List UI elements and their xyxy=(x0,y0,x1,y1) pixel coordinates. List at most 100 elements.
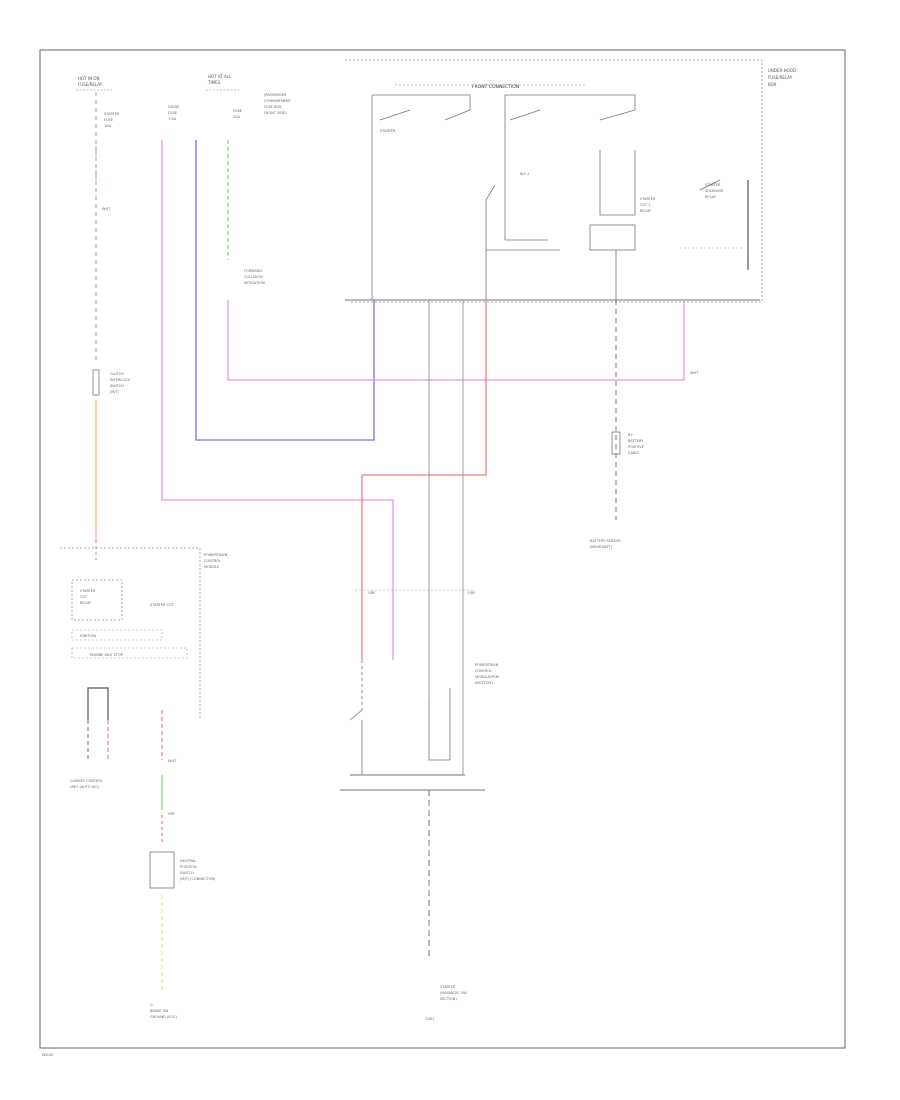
center-connector-label: POWERTRAIN CONTROL MODULE/PCM (BOTTOM) xyxy=(475,663,499,685)
relay-a-label: RLY 2 xyxy=(520,172,529,176)
svg-text:10A: 10A xyxy=(104,124,111,128)
svg-text:CLUTCH: CLUTCH xyxy=(110,372,124,376)
underhood-box-outline xyxy=(345,59,763,303)
svg-text:MODULE/PCM: MODULE/PCM xyxy=(475,675,499,679)
bottom-ground-label: STARTER (MAGNETIC SW SECTION) xyxy=(440,985,467,1001)
svg-text:RELAY: RELAY xyxy=(80,601,92,605)
relay-group xyxy=(371,94,749,300)
fuse-box-left-label: HOT IN ON FUSE/RELAY xyxy=(78,76,103,87)
svg-text:STARTER: STARTER xyxy=(80,589,96,593)
wire-center-a-label: GRY xyxy=(368,591,376,595)
module-output-wires xyxy=(87,687,109,760)
wire-red xyxy=(361,300,487,660)
svg-text:(MAGNETIC SW: (MAGNETIC SW xyxy=(440,991,467,995)
wire-center-b-label: GRY xyxy=(468,591,476,595)
svg-text:SWITCH: SWITCH xyxy=(110,384,124,388)
svg-text:(M/T) (CONNECTOR): (M/T) (CONNECTOR) xyxy=(180,877,216,881)
right-sensor-body xyxy=(611,431,621,455)
svg-text:20A: 20A xyxy=(233,115,240,119)
svg-text:FORWARD: FORWARD xyxy=(244,269,262,273)
svg-text:POWERTRAIN: POWERTRAIN xyxy=(204,553,228,557)
relay-b-label: STARTER xyxy=(380,129,396,133)
connector-left-label: FORWARD COLLISION MITIGATION xyxy=(244,269,265,285)
svg-text:CLIMATE CONTROL: CLIMATE CONTROL xyxy=(70,779,103,783)
module-bar xyxy=(71,629,163,641)
svg-text:STARTER: STARTER xyxy=(640,197,656,201)
svg-text:7.5A: 7.5A xyxy=(168,117,177,121)
lower-left-wire2-label: GRY xyxy=(168,812,176,816)
module-sub-label: STARTER CUT xyxy=(150,603,175,607)
svg-text:FUSE: FUSE xyxy=(104,118,113,122)
svg-text:HOT AT ALL: HOT AT ALL xyxy=(208,74,232,79)
neutral-sensor-box xyxy=(149,851,175,889)
diagram-frame xyxy=(39,49,846,1049)
svg-text:SECTION): SECTION) xyxy=(440,997,457,1001)
svg-text:STARTER: STARTER xyxy=(440,985,456,989)
svg-text:(NEAR BATT): (NEAR BATT) xyxy=(590,545,613,549)
right-terminal-label: WHT xyxy=(690,371,699,375)
fuse-box-mid-label: HOT AT ALL TIMES xyxy=(207,74,232,85)
svg-text:(PASSENGER: (PASSENGER xyxy=(264,93,287,97)
svg-text:G: G xyxy=(150,1003,153,1007)
lower-left-ground-label: G BRAKE SW GROUND (ECU) xyxy=(150,1003,177,1019)
svg-text:RELAY: RELAY xyxy=(640,209,652,213)
svg-text:MODULE: MODULE xyxy=(204,565,219,569)
svg-text:TIMES: TIMES xyxy=(207,80,221,85)
svg-text:CONTROL: CONTROL xyxy=(475,669,492,673)
module-inner-box xyxy=(71,579,123,621)
svg-text:DIODE: DIODE xyxy=(168,105,179,109)
module-title: POWERTRAIN CONTROL MODULE xyxy=(204,553,228,569)
svg-text:UNIT (AUTO A/C): UNIT (AUTO A/C) xyxy=(70,785,100,789)
svg-text:B+: B+ xyxy=(628,433,633,437)
module-bottom-label: CLIMATE CONTROL UNIT (AUTO A/C) xyxy=(70,779,103,789)
svg-text:SWITCH: SWITCH xyxy=(180,871,194,875)
svg-text:FUSE BOX,: FUSE BOX, xyxy=(264,105,283,109)
svg-text:MITIGATION: MITIGATION xyxy=(244,281,265,285)
svg-text:BATTERY SENSOR: BATTERY SENSOR xyxy=(590,539,621,543)
svg-text:FRONT SIDE): FRONT SIDE) xyxy=(264,111,287,115)
svg-text:(M/T): (M/T) xyxy=(110,390,120,394)
svg-text:INTERLOCK: INTERLOCK xyxy=(110,378,130,382)
clutch-switch-body xyxy=(92,369,100,396)
svg-text:CABLE: CABLE xyxy=(628,451,639,455)
svg-text:BOX: BOX xyxy=(768,82,777,87)
svg-text:HOT IN ON: HOT IN ON xyxy=(78,76,99,81)
fuse-mid-name: DIODE FUSE 7.5A xyxy=(168,105,179,121)
svg-text:UNDER-HOOD: UNDER-HOOD xyxy=(768,68,796,73)
svg-text:CUT: CUT xyxy=(80,595,88,599)
svg-text:STARTER: STARTER xyxy=(104,112,120,116)
module-bar2-label: ENGINE IDLE STOP xyxy=(90,653,123,657)
svg-text:COLLISION: COLLISION xyxy=(244,275,263,279)
lower-left-wire-label: WHT xyxy=(168,759,177,763)
right-bottom-label: BATTERY SENSOR (NEAR BATT) xyxy=(590,539,621,549)
module-bar-2 xyxy=(71,647,188,659)
module-bar-label: IGNITION xyxy=(80,634,96,638)
svg-text:FUSE: FUSE xyxy=(168,111,177,115)
motor-label: STARTER CUT 1 RELAY xyxy=(640,197,656,213)
svg-text:BRAKE SW: BRAKE SW xyxy=(150,1009,169,1013)
motor-box xyxy=(589,224,636,251)
fuse-left-name: STARTER FUSE 10A xyxy=(104,112,120,128)
right-ground-label: B+ BATTERY POSITIVE CABLE xyxy=(628,433,644,455)
fuse-right-name: FUSE 20A xyxy=(233,109,242,119)
svg-text:STARTER: STARTER xyxy=(705,183,721,187)
fuse-right-note: (PASSENGER COMPARTMENT FUSE BOX, FRONT S… xyxy=(264,93,292,115)
bottom-ground-2-label: G401 xyxy=(425,1017,434,1021)
svg-text:POWERTRAIN: POWERTRAIN xyxy=(475,663,499,667)
svg-text:POSITION: POSITION xyxy=(180,865,197,869)
svg-text:NEUTRAL: NEUTRAL xyxy=(180,859,196,863)
center-connector xyxy=(340,589,485,960)
svg-text:BATTERY: BATTERY xyxy=(628,439,644,443)
wire-left-top-label: WHT xyxy=(102,207,111,211)
sensor-box-label: NEUTRAL POSITION SWITCH (M/T) (CONNECTOR… xyxy=(180,859,216,881)
svg-text:COMPARTMENT: COMPARTMENT xyxy=(264,99,292,103)
right-box-title: FRONT CONNECTION xyxy=(472,84,519,90)
wire-blue xyxy=(195,140,375,441)
lower-left-wire xyxy=(149,710,175,990)
svg-text:FUSE/RELAY: FUSE/RELAY xyxy=(78,82,103,87)
svg-text:RELAY: RELAY xyxy=(705,195,717,199)
svg-text:FUSE: FUSE xyxy=(233,109,242,113)
svg-text:POSITIVE: POSITIVE xyxy=(628,445,644,449)
right-box-corner-label: UNDER-HOOD FUSE/RELAY BOX xyxy=(768,68,796,87)
